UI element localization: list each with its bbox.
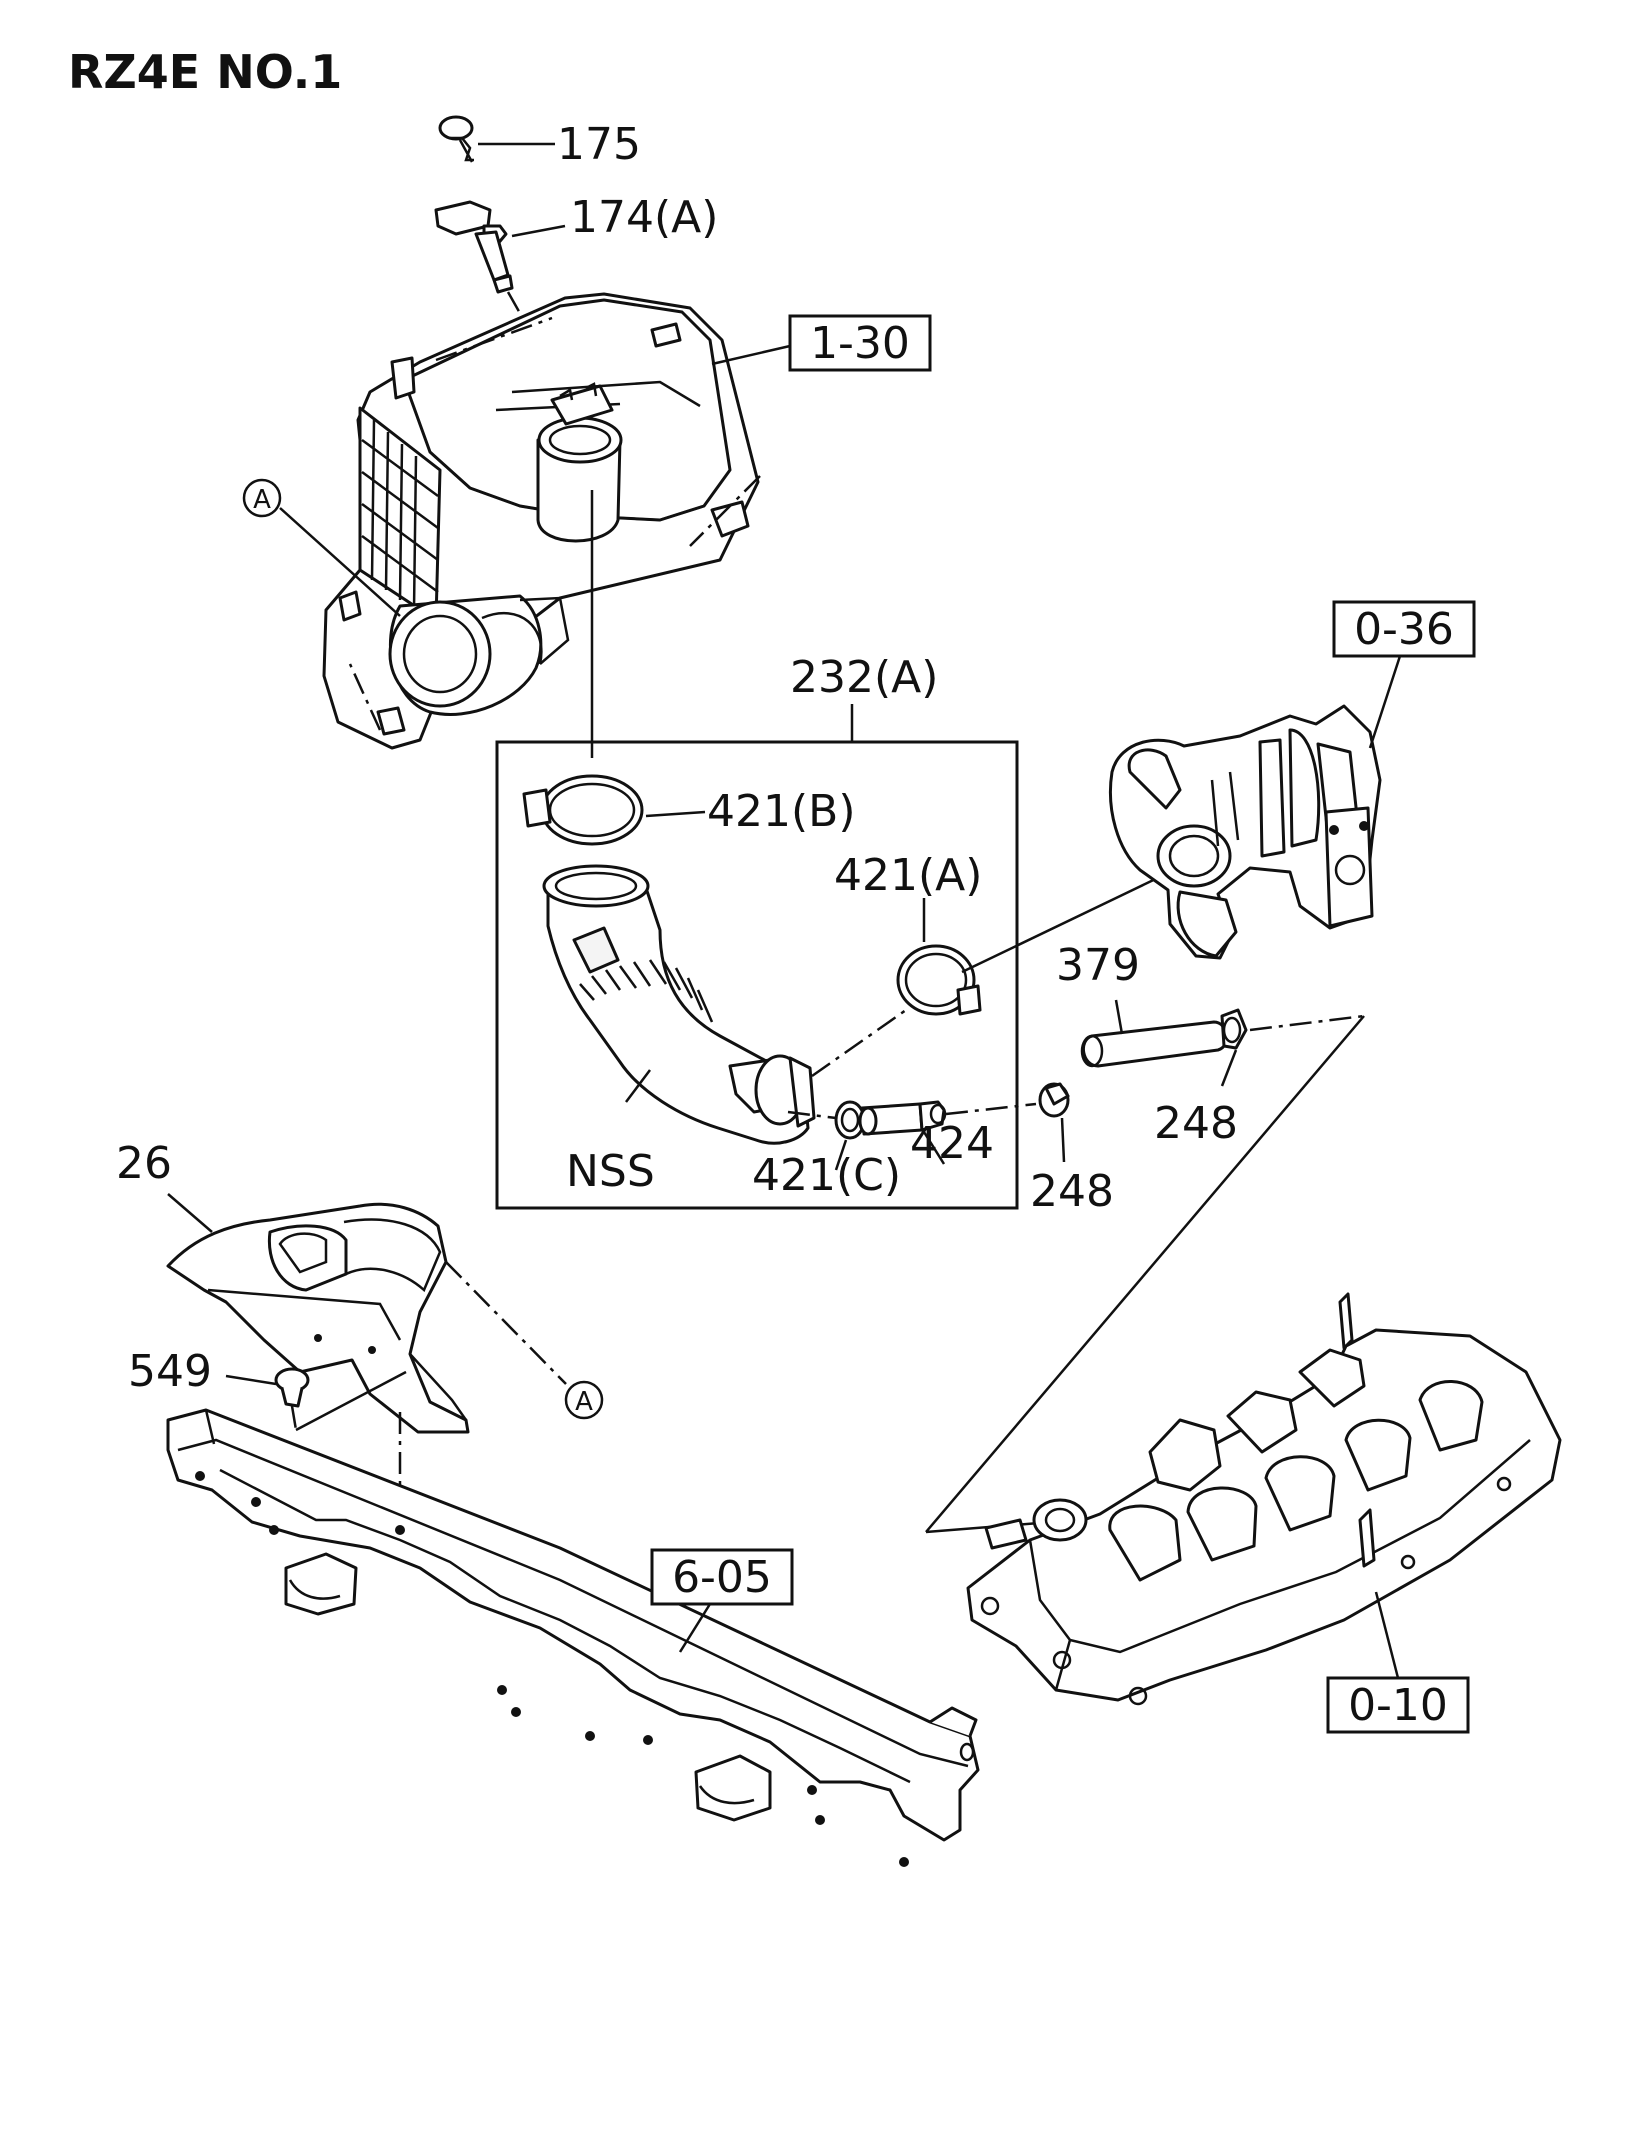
label-248-right: 248 <box>1154 1098 1238 1149</box>
label-379: 379 <box>1056 940 1140 991</box>
ref-box-0-36[interactable] <box>1332 600 1476 658</box>
cylinder-head-cover <box>966 1292 1562 1706</box>
clamp-421a <box>896 944 982 1016</box>
dashline-248-to-engine <box>1249 1014 1365 1032</box>
leader-a-top <box>279 507 401 617</box>
crossmember <box>166 1408 980 1867</box>
dashline-421c <box>787 1110 837 1120</box>
leader-0-10 <box>1374 1591 1400 1679</box>
ref-label-1-30: 1-30 <box>810 318 910 369</box>
dashline-aircleaner-top <box>435 316 553 362</box>
leader-0-36 <box>1368 655 1402 749</box>
ref-box-0-10[interactable] <box>1326 1676 1470 1734</box>
sensor-174a <box>434 200 514 294</box>
dashline-aircleaner-left <box>348 663 382 731</box>
leader-424 <box>922 1131 946 1165</box>
clamp-421b <box>522 774 644 846</box>
kit-frame-232a <box>495 740 1019 1210</box>
clamp-421c <box>834 1100 866 1140</box>
ref-box-1-30[interactable] <box>788 314 932 372</box>
connector-a-top-letter: A <box>253 485 271 515</box>
leader-1-30 <box>711 344 791 366</box>
line-549-to-duct <box>295 1370 407 1432</box>
leader-421c <box>834 1139 848 1171</box>
air-duct-26 <box>166 1202 470 1434</box>
label-421b: 421(B) <box>707 786 856 837</box>
connector-a-bottom-letter: A <box>575 1387 593 1417</box>
dashline-424-to-248 <box>945 1102 1037 1116</box>
turbocharger <box>1108 704 1382 960</box>
leader-421b <box>645 810 706 818</box>
leader-248-left <box>1060 1117 1066 1163</box>
leader-nss <box>625 1069 651 1103</box>
diagram-title: RZ4E NO.1 <box>68 45 342 99</box>
ref-label-0-10: 0-10 <box>1348 1680 1448 1731</box>
clip-248-left <box>1038 1082 1070 1118</box>
connector-a-top <box>242 478 282 518</box>
ref-label-0-36: 0-36 <box>1354 604 1454 655</box>
label-421c: 421(C) <box>752 1150 901 1201</box>
intake-hose-nss <box>542 864 816 1145</box>
dashline-duct-to-a <box>445 1261 567 1385</box>
label-248-left: 248 <box>1030 1166 1114 1217</box>
clip-248-right <box>1220 1008 1248 1050</box>
leader-6-05 <box>678 1603 712 1653</box>
hose-379 <box>1080 1020 1229 1068</box>
label-175: 175 <box>557 119 641 170</box>
line-engine-upper <box>925 1015 1365 1533</box>
dashline-hose-to-421a <box>811 1008 907 1078</box>
label-549: 549 <box>128 1346 212 1397</box>
label-26: 26 <box>116 1138 172 1189</box>
leader-248-right <box>1220 1049 1238 1087</box>
label-421a: 421(A) <box>834 850 982 901</box>
air-cleaner-assembly <box>322 292 760 750</box>
dashline-549-down <box>290 1405 298 1431</box>
label-174a: 174(A) <box>570 192 718 243</box>
connector-a-bottom <box>564 1380 604 1420</box>
label-232a: 232(A) <box>790 652 938 703</box>
leader-174a <box>511 224 566 238</box>
line-421a-to-turbo <box>961 872 1167 974</box>
dashline-aircleaner-right <box>689 475 761 547</box>
label-nss: NSS <box>566 1146 655 1197</box>
leader-549 <box>225 1374 277 1386</box>
leader-26 <box>167 1193 213 1233</box>
leader-379 <box>1114 999 1124 1035</box>
label-424: 424 <box>910 1118 994 1169</box>
clip-549 <box>274 1367 310 1408</box>
screw-175 <box>438 115 474 163</box>
nipple-424 <box>858 1100 947 1136</box>
ref-label-6-05: 6-05 <box>672 1552 772 1603</box>
ref-box-6-05[interactable] <box>650 1548 794 1606</box>
